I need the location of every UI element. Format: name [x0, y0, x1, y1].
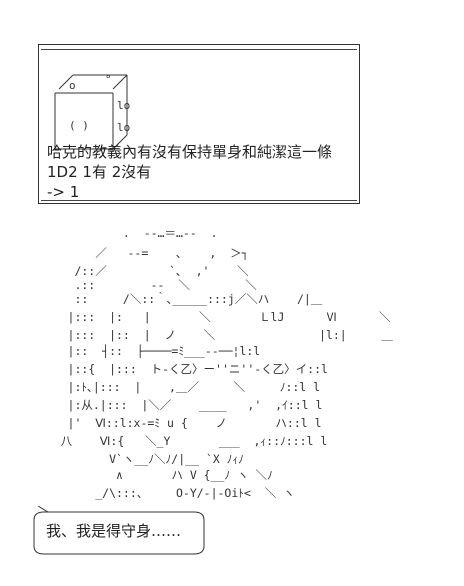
svg-text:lo: lo	[117, 121, 130, 134]
art-line: ／ --= ､ , ＞┐	[26, 246, 249, 260]
dice-icon: o ° ( ) lo lo	[54, 73, 130, 150]
art-line: |:: ┤:: ├────=ﾐ___--──¦l:l	[26, 344, 261, 358]
art-line: ∧ ハ V {__ﾉ ヽ ＼ﾉ	[26, 468, 273, 482]
dice-options: 1D2 1有 2沒有	[47, 163, 152, 181]
svg-text:( ): ( )	[69, 119, 89, 132]
art-line: V`ヽ__ﾉ＼ﾉ/|__ `X ﾉｨﾉ	[26, 452, 244, 466]
art-line: 八 Ⅵ:{ ＼_Y ___ ,ｨ::ﾉ:::l l	[26, 434, 328, 448]
art-line: |::: |:: | ノ ＼ |l:| ＿	[26, 328, 393, 342]
svg-text:°: °	[105, 73, 112, 86]
art-line: |' Ⅵ::l:x-=ﾐ u { ノ ハ::l l	[26, 416, 322, 430]
dice-result: -> 1	[47, 183, 80, 201]
art-line: |::: |: | ＼ ＬlJ Ⅵ ＼	[26, 310, 391, 324]
panel-bottom-divider	[41, 200, 357, 201]
speech-bubble-frame	[33, 506, 205, 555]
art-line: |:从.|::: |＼／ ____ ,' ,ｲ::l l	[26, 398, 323, 412]
dice-result-panel: o ° ( ) lo lo 哈克的教義內有沒有保持單身和純潔這一條 1D2 1有…	[38, 44, 360, 204]
svg-text:lo: lo	[117, 99, 130, 112]
art-line: _/\:::、 O-Y/-|-Oiﾄ< ＼ ヽ	[26, 486, 295, 500]
art-line: :: /＼::｀､_____:::j／＼ハ /|＿	[26, 292, 323, 306]
speech-text: 我、我是得守身……	[46, 522, 182, 540]
speech-bubble: 我、我是得守身……	[30, 506, 208, 558]
svg-text:o: o	[69, 79, 76, 92]
art-line: |::{ |::: ト‐く乙〉ー''ニ''‐く乙〉イ::l	[26, 362, 328, 376]
art-line: /::／ `､ ,' ＼	[26, 264, 249, 278]
art-line: |:ﾄ､|::: | ,＿／ ＼ ﾉ::l l	[26, 380, 321, 394]
dice-question: 哈克的教義內有沒有保持單身和純潔這一條	[47, 143, 333, 161]
art-line: .:: -- ＼ ＼	[26, 278, 257, 292]
art-line: . -‐…＝…‐- .	[26, 226, 218, 240]
character-ascii-art: . -‐…＝…‐- . ／ --= ､ , ＞┐ /::／ `､ ,' ＼ .:…	[26, 226, 393, 506]
panel-top-divider	[41, 49, 357, 50]
